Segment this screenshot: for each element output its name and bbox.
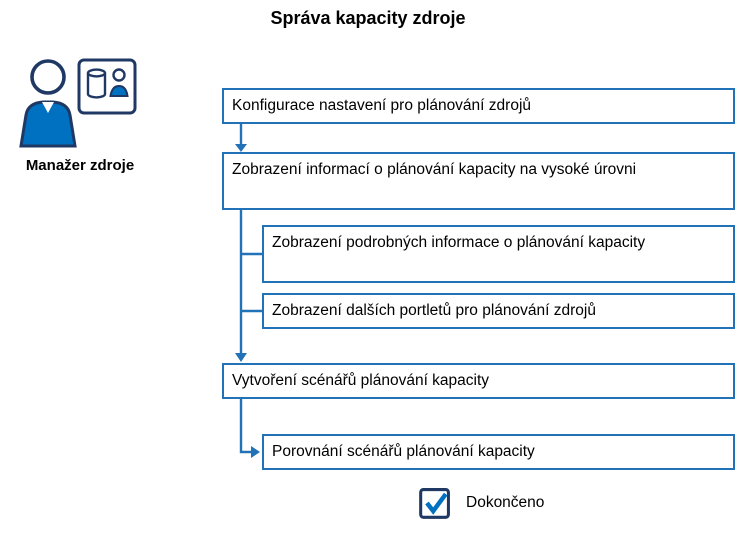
arrowhead-step6 [251,446,260,458]
page-title: Správa kapacity zdroje [270,8,466,28]
step-label: Zobrazení podrobných informace o plánová… [272,234,646,251]
step-label: Vytvoření scénářů plánování kapacity [232,372,490,389]
step-box-compare-scenarios: Porovnání scénářů plánování kapacity [262,434,735,470]
connector-step5-step6 [239,399,252,454]
arrowhead-step2 [235,144,247,152]
step-box-configure-settings: Konfigurace nastavení pro plánování zdro… [222,88,735,124]
resource-manager-icon [18,58,136,148]
completed-status: Dokončeno [418,486,544,520]
completed-label: Dokončeno [466,494,545,511]
step-label: Porovnání scénářů plánování kapacity [272,443,535,460]
step-label: Konfigurace nastavení pro plánování zdro… [232,97,532,114]
step-label: Zobrazení dalších portletů pro plánování… [272,302,596,319]
step-box-view-highlevel-capacity: Zobrazení informací o plánování kapacity… [222,152,735,210]
actor-label: Manažer zdroje [25,157,135,174]
actor-group: Manažer zdroje [5,54,155,174]
arrowhead-step5 [235,353,247,362]
step-box-view-additional-portlets: Zobrazení dalších portletů pro plánování… [262,293,735,329]
step-box-view-detailed-capacity: Zobrazení podrobných informace o plánová… [262,225,735,283]
step-box-create-scenarios: Vytvoření scénářů plánování kapacity [222,363,735,399]
checkbox-checked-icon [419,488,450,519]
step-label: Zobrazení informací o plánování kapacity… [232,161,637,178]
